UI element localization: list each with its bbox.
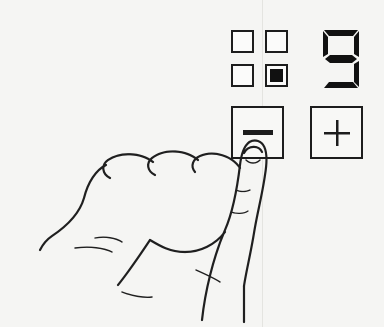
panel-seam [262, 0, 263, 327]
segment-b [354, 31, 359, 57]
segment-f [323, 31, 328, 57]
curled-finger-3 [103, 154, 153, 178]
index-finger-outline [202, 140, 267, 320]
power-level-display: 9 [316, 28, 366, 90]
decrease-button[interactable]: − [231, 106, 284, 159]
segment-g [325, 55, 357, 63]
seven-segment-digit [316, 28, 366, 90]
segment-c [354, 61, 359, 87]
minus-icon [243, 130, 273, 136]
segment-d [324, 82, 358, 88]
zone-indicator-top-left[interactable] [231, 30, 254, 53]
segment-a [324, 30, 358, 36]
plus-icon [324, 120, 350, 146]
zone-indicator-bottom-right-active[interactable] [265, 64, 288, 87]
zone-indicator-top-right[interactable] [265, 30, 288, 53]
zone-indicator-bottom-left[interactable] [231, 64, 254, 87]
thumb [150, 232, 225, 252]
hand-back [40, 165, 106, 250]
curled-finger-2 [148, 151, 198, 175]
increase-button[interactable]: + [310, 106, 363, 159]
